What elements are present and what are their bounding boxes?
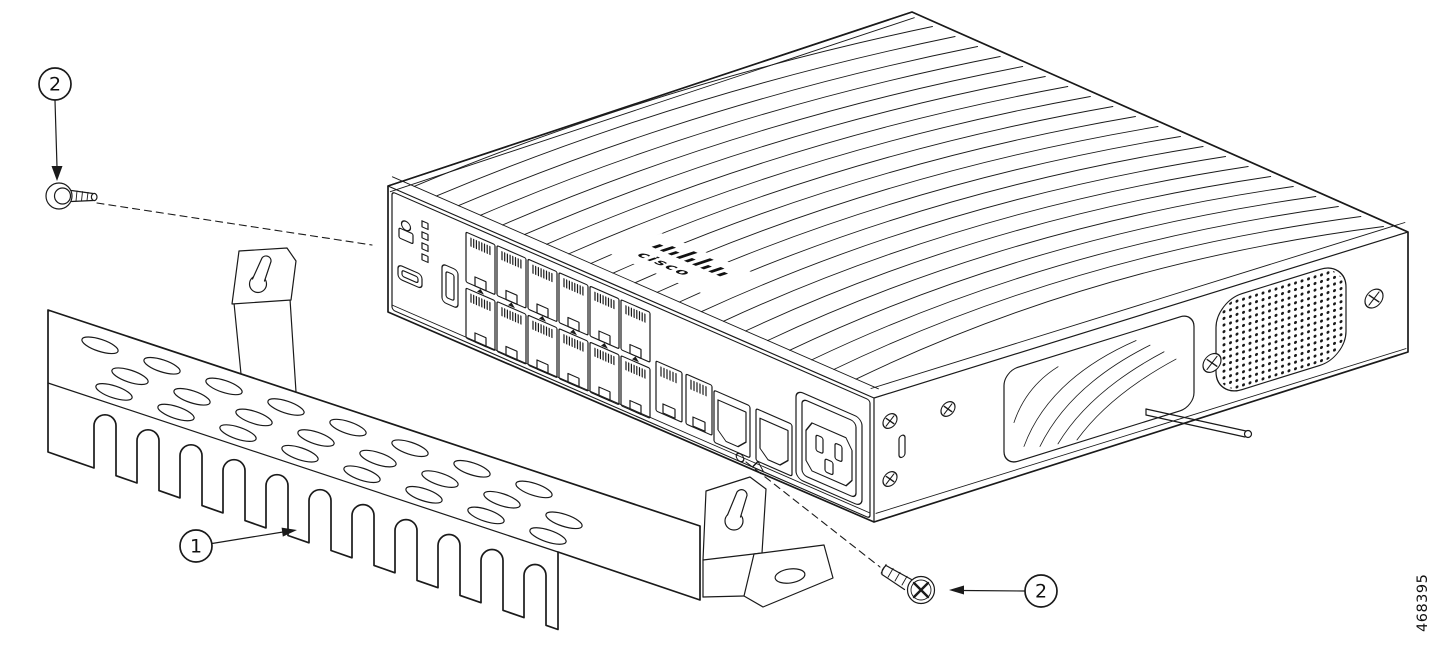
uplink-ports [655, 360, 713, 436]
callout-screw-top: 2 [38, 67, 72, 181]
device-front-panel [391, 192, 871, 518]
keyhole-right-slot [726, 489, 748, 518]
bracket-vent-slots [81, 336, 583, 545]
phillips-cross-icon [912, 581, 930, 599]
callout-label: 2 [1035, 581, 1047, 603]
speaker-grille [1215, 267, 1347, 393]
callout-bracket: 1 [179, 527, 297, 563]
bracket-foot [702, 544, 834, 608]
device-top-fins [413, 26, 1384, 380]
status-led-icons [421, 220, 429, 264]
device-face-edges [387, 11, 1409, 523]
front-panel-recess [391, 192, 871, 518]
callout-circle [38, 67, 72, 101]
guide-line-bottom [745, 461, 881, 568]
rj45-port-grid [465, 231, 651, 419]
side-panel-screws [882, 288, 1384, 487]
callout-circle [1024, 574, 1058, 608]
handle-recess [1003, 315, 1195, 463]
foot-oval-hole [774, 568, 806, 584]
keyhole-left-slot [251, 255, 272, 282]
usb-port [397, 265, 423, 289]
warning-triangle-icon [751, 460, 765, 473]
bracket-keyhole-tab-right [702, 476, 767, 598]
figure-number: 468395 [1415, 574, 1431, 632]
arrowhead-right-icon [281, 527, 297, 537]
callout-circle [179, 529, 213, 563]
callout-screw-bottom: 2 [949, 574, 1058, 608]
mounting-bracket [47, 247, 834, 631]
keyhole-slot [898, 434, 906, 459]
callout-label: 1 [190, 536, 202, 558]
power-inlet [795, 391, 863, 505]
device-silhouette [387, 11, 1409, 523]
bracket-body [47, 309, 701, 631]
arrowhead-down-icon [51, 166, 63, 181]
screw-bottom-right [880, 563, 936, 605]
callout-label: 2 [49, 74, 61, 96]
latch-rod [1145, 408, 1253, 439]
sfp-ports [713, 390, 793, 477]
screw-top-left [45, 182, 98, 210]
switch-device: cisco [387, 11, 1409, 523]
assembly-guide-lines [96, 202, 881, 568]
arrowhead-left-icon [949, 585, 964, 595]
bracket-keyhole-tab-left [231, 247, 297, 393]
guide-line-top [96, 202, 373, 246]
cisco-logo-bars [651, 244, 729, 277]
side-bottom-seam [875, 348, 1407, 514]
device-right-side [875, 267, 1407, 514]
bracket-fold-line [47, 382, 559, 553]
console-port [441, 264, 459, 308]
front-bottom-seam [391, 304, 871, 514]
security-lock-slot-icon [398, 220, 414, 245]
